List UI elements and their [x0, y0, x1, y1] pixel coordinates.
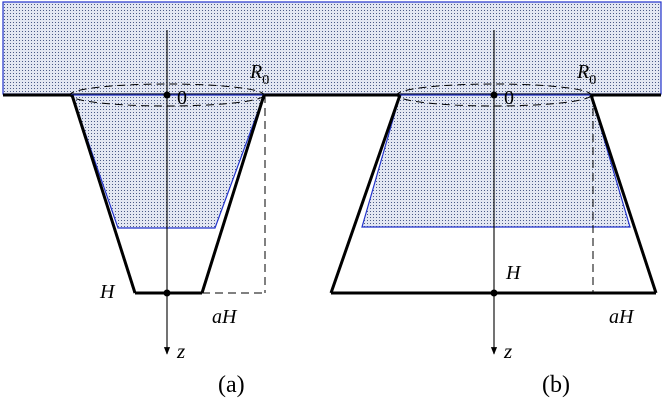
origin-dot-a	[163, 91, 171, 99]
origin-label-a: 0	[177, 87, 187, 109]
fluid-column-b	[361, 94, 631, 228]
depth-label-b: H	[505, 262, 522, 284]
origin-label-b: 0	[504, 87, 514, 109]
axis-label-a: z	[176, 339, 185, 363]
radius-label-b: R0	[576, 61, 596, 88]
top-fluid-layer	[2, 1, 662, 95]
wall-left-a	[70, 94, 137, 294]
origin-dot-b	[490, 91, 498, 99]
fluid-column-a	[71, 94, 265, 229]
radius-label-a: R0	[249, 61, 269, 88]
wall-right-a	[200, 94, 266, 294]
depth-dot-b	[490, 289, 498, 297]
panel-a: 0 R0 H aH z (a)	[69, 30, 269, 398]
radius-subscript-a: 0	[262, 73, 269, 88]
panel-b: 0 R0 H aH z (b)	[329, 30, 658, 398]
depth-label-a: H	[99, 281, 116, 303]
wall-left-b	[329, 94, 402, 294]
wall-right-b	[589, 94, 658, 294]
axis-label-b: z	[503, 339, 512, 363]
caption-a: (a)	[218, 372, 245, 398]
radius-symbol-a: R	[249, 61, 262, 83]
radius-subscript-b: 0	[589, 73, 596, 88]
width-label-a: aH	[212, 306, 238, 328]
width-label-b: aH	[609, 306, 635, 328]
depth-dot-a	[163, 289, 171, 297]
caption-b: (b)	[542, 372, 570, 398]
radius-symbol-b: R	[576, 61, 589, 83]
